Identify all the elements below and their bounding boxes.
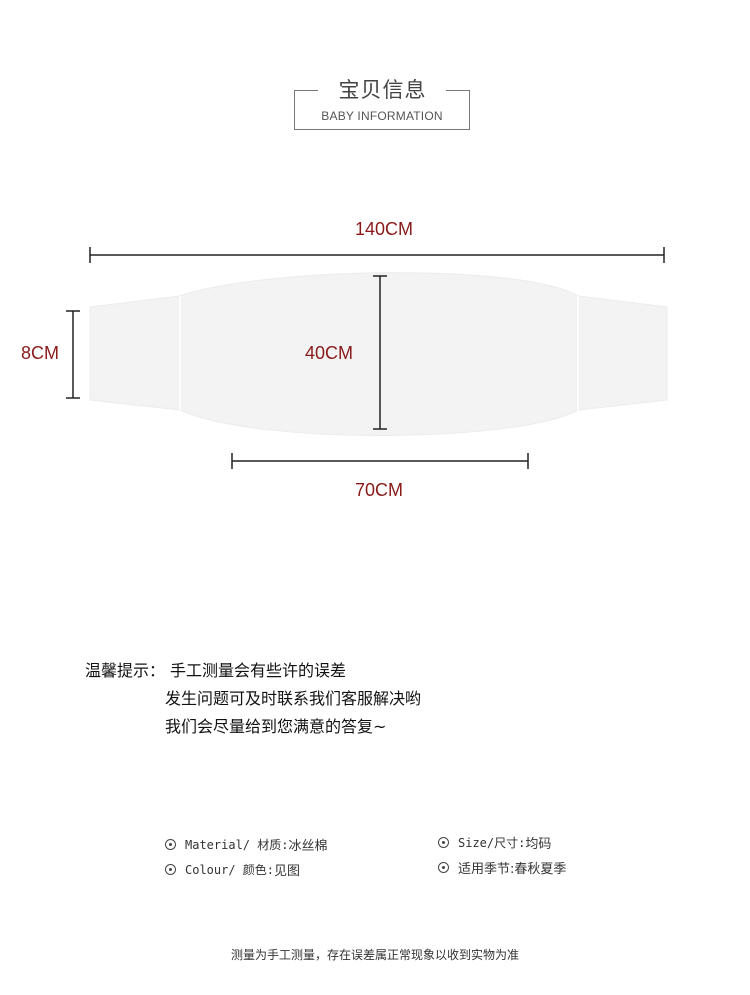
total-length-label: 140CM xyxy=(355,219,414,239)
bullet-icon xyxy=(438,862,449,873)
tip-line-2: 发生问题可及时联系我们客服解决哟 xyxy=(165,689,422,708)
center-width-measure-line xyxy=(373,275,387,430)
spec-season: 适用季节: 春秋夏季 xyxy=(438,858,566,877)
tip-line-3: 我们会尽量给到您满意的答复~ xyxy=(165,717,387,736)
spec-colour: Colour/ 颜色: 见图 xyxy=(165,860,300,879)
tip-line-1: 手工测量会有些许的误差 xyxy=(170,661,347,680)
frame-line-right xyxy=(446,90,470,91)
page-subtitle: BABY INFORMATION xyxy=(321,109,443,123)
title-frame: BABY INFORMATION xyxy=(294,90,470,130)
length-measure-line xyxy=(89,247,665,263)
spec-size-label: Size/尺寸: xyxy=(458,836,526,850)
garment-shape xyxy=(89,272,668,437)
center-length-label: 70CM xyxy=(355,480,404,500)
center-length-measure-line xyxy=(231,453,529,469)
product-diagram xyxy=(66,247,668,469)
spec-season-label: 适用季节: xyxy=(458,862,515,877)
bullet-icon xyxy=(165,839,176,850)
tip-label: 温馨提示： xyxy=(85,661,166,680)
bullet-icon xyxy=(438,837,449,848)
end-width-label: 8CM xyxy=(21,343,60,363)
spec-size: Size/尺寸: 均码 xyxy=(438,833,551,852)
center-width-label: 40CM xyxy=(305,343,354,363)
frame-line-left xyxy=(294,90,318,91)
footer-note: 测量为手工测量，存在误差属正常现象以收到实物为准 xyxy=(230,948,519,962)
spec-material-label: Material/ 材质: xyxy=(185,838,289,852)
page-title: 宝贝信息 xyxy=(338,78,427,102)
spec-season-value: 春秋夏季 xyxy=(514,862,567,877)
spec-colour-label: Colour/ 颜色: xyxy=(185,863,275,877)
spec-material: Material/ 材质: 冰丝棉 xyxy=(165,835,328,854)
spec-colour-value: 见图 xyxy=(274,864,301,879)
end-width-measure-line xyxy=(66,310,80,399)
bullet-icon xyxy=(165,864,176,875)
spec-material-value: 冰丝棉 xyxy=(288,839,328,854)
spec-size-value: 均码 xyxy=(525,837,552,852)
